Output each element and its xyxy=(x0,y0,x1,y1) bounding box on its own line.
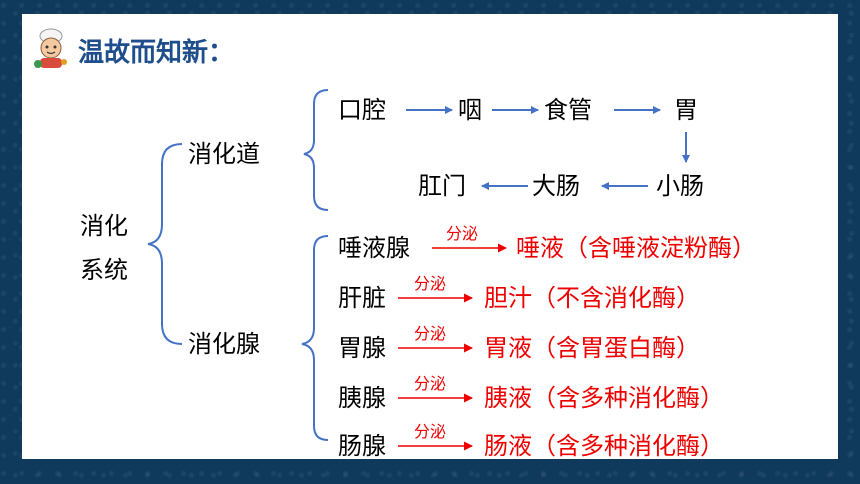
secrete-label-3: 分泌 xyxy=(414,324,447,343)
gland-secretion-pancreas: 胰液（含多种消化酶） xyxy=(484,384,724,412)
chef-mascot-icon xyxy=(34,28,67,68)
gland-name-liver: 肝脏 xyxy=(338,284,386,312)
secrete-label-4: 分泌 xyxy=(414,374,447,393)
tract-brace xyxy=(303,89,329,211)
gland-secretion-gastric: 胃液（含胃蛋白酶） xyxy=(484,334,700,362)
gland-secretion-salivary: 唾液（含唾液淀粉酶） xyxy=(516,234,756,262)
diagram-lines xyxy=(147,89,690,451)
glands-brace xyxy=(301,235,329,441)
system-label-line1: 消化 xyxy=(80,212,128,240)
secrete-label-2: 分泌 xyxy=(414,274,447,293)
page-title: 温故而知新： xyxy=(78,38,235,68)
tract-label: 消化道 xyxy=(188,140,260,168)
tract-item-stomach: 胃 xyxy=(674,96,698,124)
gland-name-salivary: 唾液腺 xyxy=(338,234,410,262)
tract-item-pharynx: 咽 xyxy=(458,96,482,124)
gland-name-pancreas: 胰腺 xyxy=(338,384,386,412)
secrete-label-1: 分泌 xyxy=(446,224,479,243)
tract-item-large-intestine: 大肠 xyxy=(532,172,580,200)
tract-item-esophagus: 食管 xyxy=(544,96,592,124)
tract-item-anus: 肛门 xyxy=(418,172,466,200)
system-label-line2: 系统 xyxy=(80,256,128,284)
slide: 温故而知新： 消化 系统 xyxy=(22,14,838,459)
gland-secretion-liver: 胆汁（不含消化酶） xyxy=(484,284,700,312)
secrete-label-5: 分泌 xyxy=(414,422,447,441)
glands-label: 消化腺 xyxy=(188,330,260,358)
tract-item-small-intestine: 小肠 xyxy=(656,172,704,200)
gland-secretion-intestinal: 肠液（含多种消化酶） xyxy=(484,432,724,460)
gland-name-intestinal: 肠腺 xyxy=(338,432,386,460)
tract-item-mouth: 口腔 xyxy=(338,96,386,124)
gland-name-gastric: 胃腺 xyxy=(338,334,386,362)
system-brace xyxy=(147,143,183,345)
